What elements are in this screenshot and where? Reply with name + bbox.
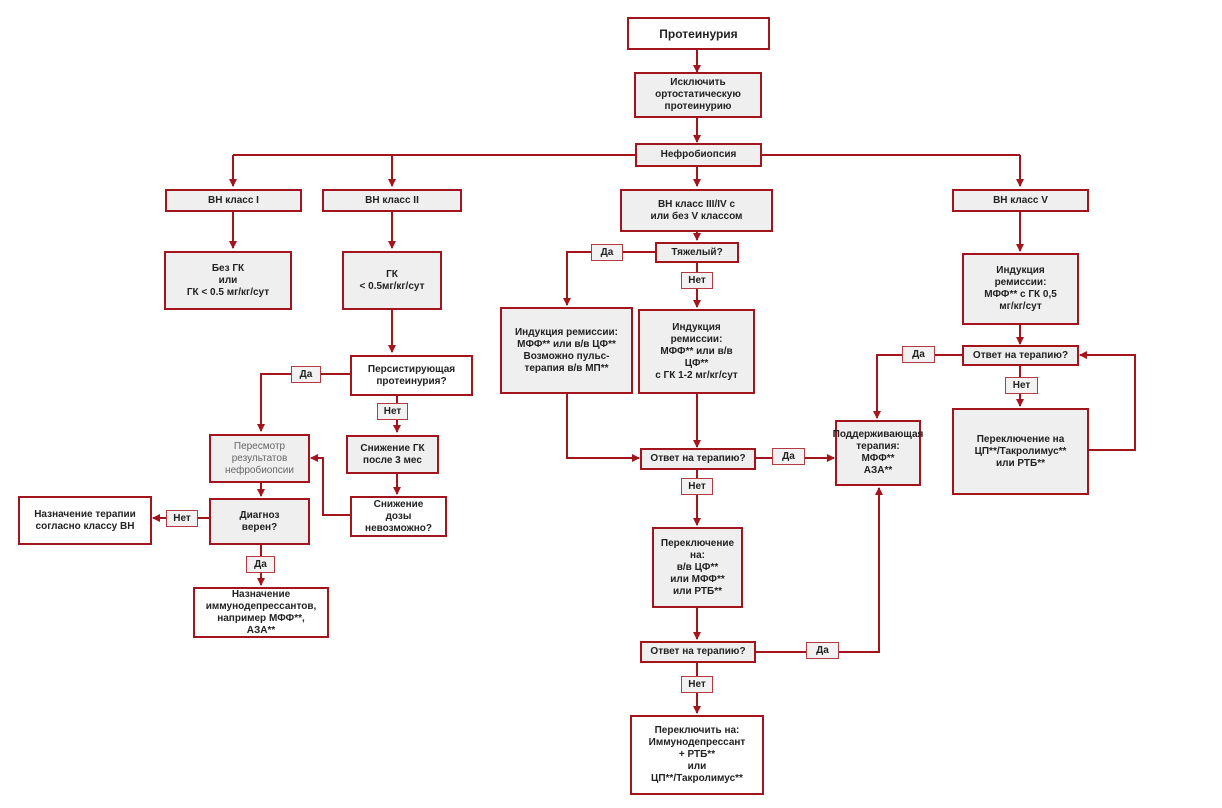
node-class-3-4: ВН класс III/IV с или без V классом: [620, 189, 773, 232]
node-maintenance: Поддерживающая терапия: МФФ** АЗА**: [833, 420, 923, 486]
node-gk-reduce: Снижение ГК после 3 мес: [346, 435, 439, 474]
node-severe: Тяжелый?: [655, 242, 739, 263]
node-switch-1: Переключение на: в/в ЦФ** или МФФ** или …: [652, 527, 743, 608]
node-induction-severe: Индукция ремиссии: МФФ** или в/в ЦФ** Во…: [500, 307, 633, 394]
label-no-diag: Нет: [166, 510, 198, 527]
node-dose-reduce-impossible: Снижение дозы невозможно?: [350, 496, 447, 537]
node-therapy-by-class: Назначение терапии согласно классу ВН: [18, 496, 152, 545]
line-impossible-review: [310, 454, 350, 516]
node-response-1: Ответ на терапию?: [640, 448, 756, 470]
node-induction-v: Индукция ремиссии: МФФ** с ГК 0,5 мг/кг/…: [962, 253, 1079, 325]
label-yes-response-1: Да: [772, 448, 805, 465]
node-gk-low: ГК < 0.5мг/кг/сут: [342, 251, 442, 310]
node-class-2: ВН класс II: [322, 189, 462, 212]
node-immunosuppressants: Назначение иммунодепрессантов, например …: [193, 587, 329, 638]
node-response-2: Ответ на терапию?: [640, 641, 756, 663]
node-class-1: ВН класс I: [165, 189, 302, 212]
label-no-response-1: Нет: [681, 478, 713, 495]
line-responsev-yes: [873, 354, 962, 419]
node-proteinuria: Протеинурия: [627, 17, 770, 50]
node-review: Пересмотр результатов нефробиопсии: [209, 434, 310, 483]
line-induction-severe-response: [566, 394, 640, 462]
node-class-5: ВН класс V: [952, 189, 1089, 212]
line-switchv-loop: [1079, 351, 1136, 451]
label-yes-response-v: Да: [902, 346, 935, 363]
label-no-severe: Нет: [681, 272, 713, 289]
node-nephrobiopsy: Нефробиопсия: [635, 143, 762, 167]
node-switch-2: Переключить на: Иммунодепрессант + РТБ**…: [630, 715, 764, 795]
label-yes-persistent: Да: [291, 366, 321, 383]
line-severe-yes: [563, 251, 655, 306]
label-no-response-2: Нет: [681, 676, 713, 693]
label-yes-severe: Да: [591, 244, 623, 261]
node-exclude-orthostatic: Исключить ортостатическую протеинурию: [634, 72, 762, 118]
node-no-gk: Без ГК или ГК < 0.5 мг/кг/сут: [164, 251, 292, 310]
label-yes-diag: Да: [246, 556, 275, 573]
node-persistent: Персистирующая протеинурия?: [350, 355, 473, 396]
label-no-persistent: Нет: [377, 403, 408, 420]
label-yes-response-2: Да: [806, 642, 839, 659]
line-response2-yes: [755, 487, 883, 653]
node-switch-v: Переключение на ЦП**/Такролимус** или РТ…: [952, 408, 1089, 495]
label-no-response-v: Нет: [1005, 377, 1038, 394]
node-diag-correct: Диагноз верен?: [209, 498, 310, 545]
node-induction-mild: Индукция ремиссии: МФФ** или в/в ЦФ** с …: [638, 309, 755, 394]
node-response-v: Ответ на терапию?: [962, 345, 1079, 366]
